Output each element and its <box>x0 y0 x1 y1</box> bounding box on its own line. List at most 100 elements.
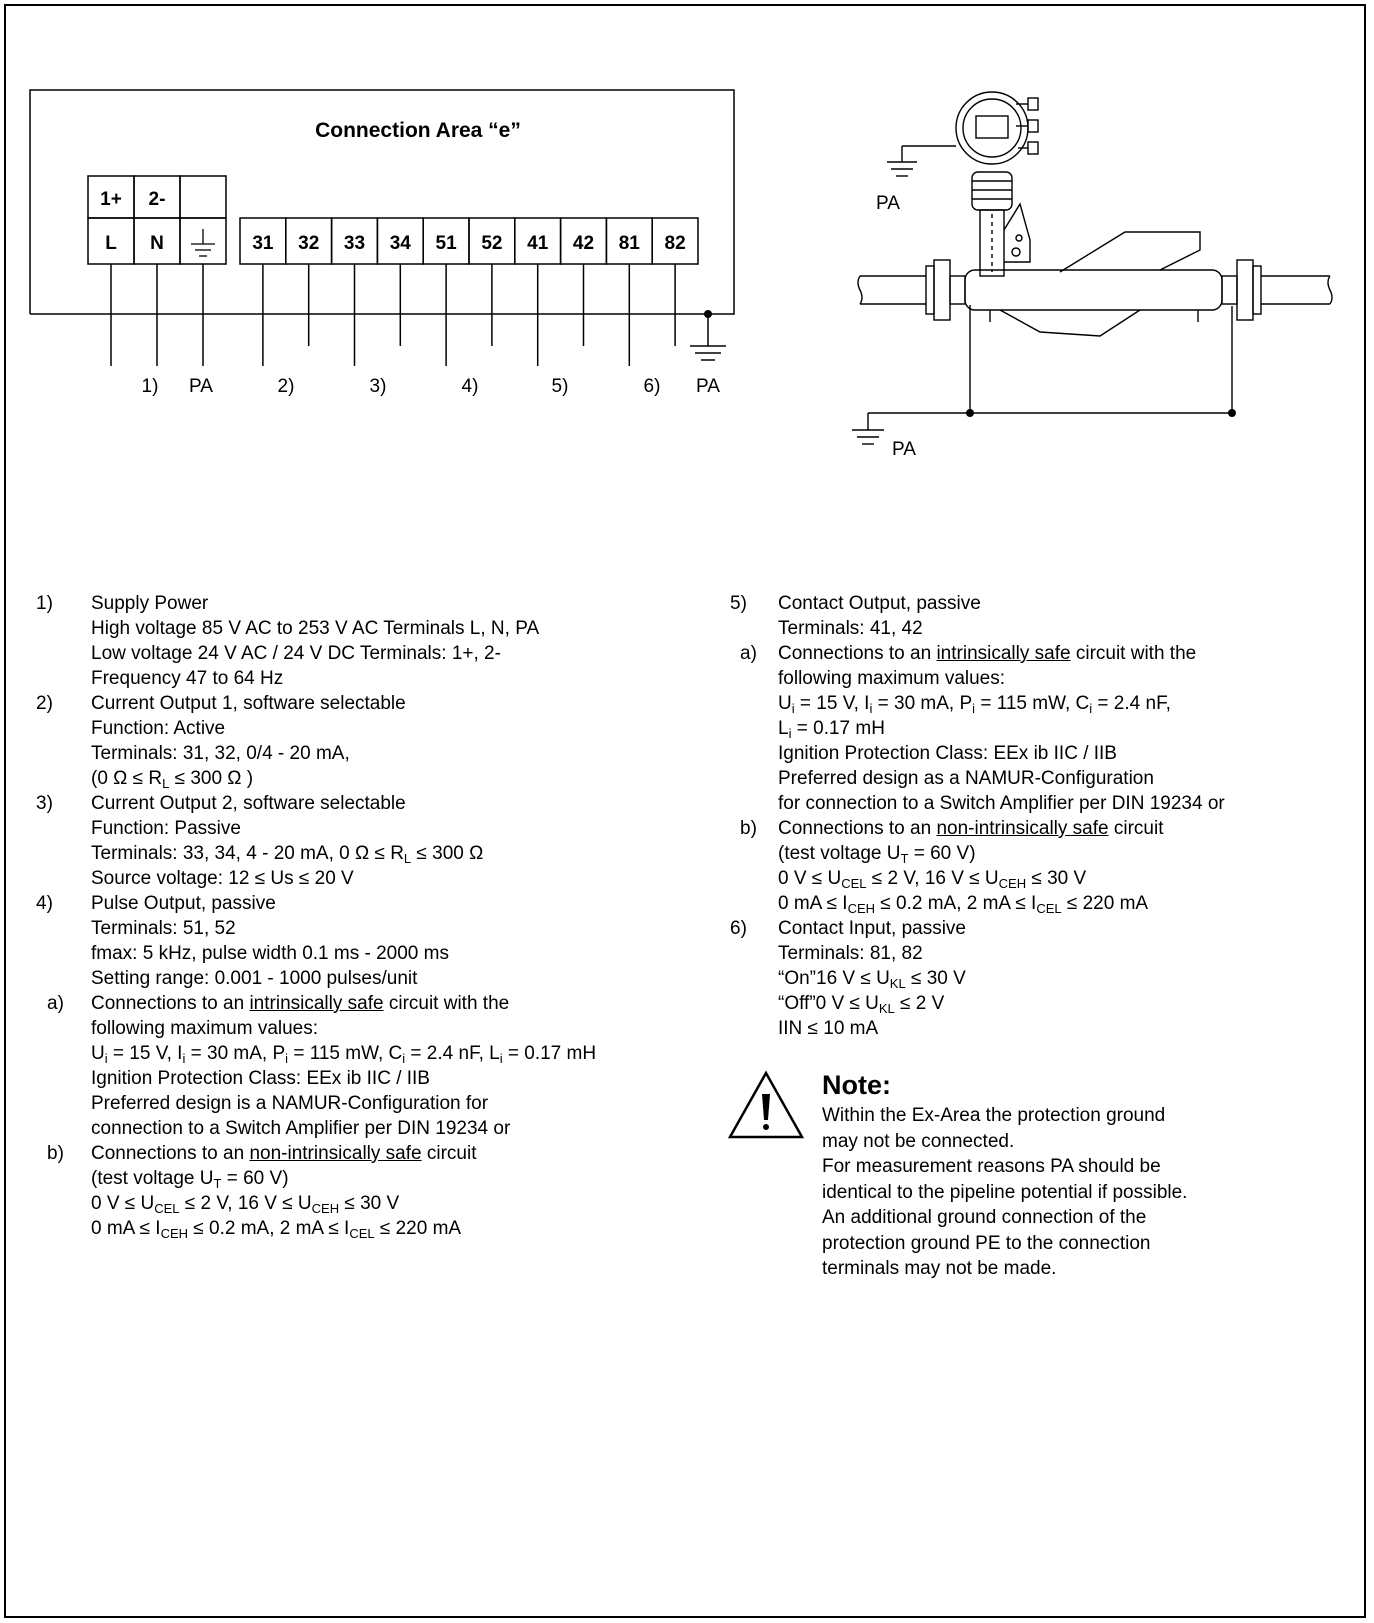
group-label-3: 3) <box>370 376 387 397</box>
group-label-2: 2) <box>278 376 295 397</box>
item-1-num: 1) <box>36 593 53 614</box>
meter-pa-label-bottom: PA <box>892 439 916 460</box>
item-5b-v2: 0 mA ≤ ICEH ≤ 0.2 mA, 2 mA ≤ ICEL ≤ 220 … <box>778 893 1149 916</box>
note-line: protection ground PE to the connection <box>822 1232 1151 1254</box>
item-4a-pre: Connections to an <box>91 993 250 1014</box>
item-6-on: “On”16 V ≤ UKL ≤ 30 V <box>778 968 966 991</box>
item-1-line: Low voltage 24 V AC / 24 V DC Terminals:… <box>91 643 501 664</box>
ground-symbol-icon <box>191 229 215 257</box>
item-5-block: Contact Output, passive Terminals: 41, 4… <box>778 591 981 641</box>
terminal-label-1plus: 1+ <box>100 189 122 210</box>
item-4a-post: circuit with the <box>383 993 510 1014</box>
item-4b-block: Connections to an non-intrinsically safe… <box>91 1141 477 1241</box>
group-label-pa-right: PA <box>696 376 720 397</box>
item-3-block: Current Output 2, software selectable Fu… <box>91 791 483 891</box>
note-body: Within the Ex-Area the protection ground… <box>822 1103 1187 1282</box>
item-4b-num: b) <box>47 1143 64 1164</box>
item-5-line: Terminals: 41, 42 <box>778 618 923 639</box>
item-6-off: “Off”0 V ≤ UKL ≤ 2 V <box>778 993 945 1016</box>
item-3-line: Function: Passive <box>91 818 241 839</box>
item-5b-pre: Connections to an <box>778 818 937 839</box>
item-5-num: 5) <box>730 593 747 614</box>
item-1-line: High voltage 85 V AC to 253 V AC Termina… <box>91 618 540 639</box>
item-4a-line: connection to a Switch Amplifier per DIN… <box>91 1118 511 1139</box>
terminal-label-2minus: 2- <box>149 189 166 210</box>
item-5b-post: circuit <box>1108 818 1164 839</box>
item-4-block: Pulse Output, passive Terminals: 51, 52 … <box>91 891 449 991</box>
item-6-iin: IIN ≤ 10 mA <box>778 1018 879 1039</box>
terminal-label-41: 41 <box>527 233 549 254</box>
item-3-title: Current Output 2, software selectable <box>91 793 406 814</box>
note-line: For measurement reasons PA should be <box>822 1156 1161 1177</box>
item-5b-test: (test voltage UT = 60 V) <box>778 843 976 866</box>
terminal-label-33: 33 <box>344 233 365 254</box>
terminal-label-34: 34 <box>390 233 412 254</box>
item-5-title: Contact Output, passive <box>778 593 981 614</box>
item-5b-v1: 0 V ≤ UCEL ≤ 2 V, 16 V ≤ UCEH ≤ 30 V <box>778 868 1087 891</box>
group-label-6: 6) <box>644 376 661 397</box>
item-4-line: Terminals: 51, 52 <box>91 918 236 939</box>
item-4a-underlined: intrinsically safe <box>249 993 384 1014</box>
note-line: terminals may not be made. <box>822 1258 1057 1279</box>
item-4b-v2: 0 mA ≤ ICEH ≤ 0.2 mA, 2 mA ≤ ICEL ≤ 220 … <box>91 1218 462 1241</box>
note-title: Note: <box>822 1070 891 1100</box>
item-3-formula: Terminals: 33, 34, 4 - 20 mA, 0 Ω ≤ RL ≤… <box>91 843 484 866</box>
item-5b-block: Connections to an non-intrinsically safe… <box>778 816 1164 916</box>
item-5a-values: Ui = 15 V, Ii = 30 mA, Pi = 115 mW, Ci =… <box>778 693 1171 716</box>
item-2-num: 2) <box>36 693 53 714</box>
item-6-line: Terminals: 81, 82 <box>778 943 923 964</box>
terminal-label-52: 52 <box>481 233 502 254</box>
item-4b-pre: Connections to an <box>91 1143 250 1164</box>
group-label-pa-left: PA <box>189 376 213 397</box>
note-line: may not be connected. <box>822 1130 1015 1152</box>
item-5a-block: Connections to an intrinsically safe cir… <box>778 641 1225 816</box>
item-2-line: Function: Active <box>91 718 226 739</box>
terminal-label-32: 32 <box>298 233 319 254</box>
item-4-num: 4) <box>36 893 53 914</box>
item-5a-line: for connection to a Switch Amplifier per… <box>778 793 1225 814</box>
terminal-label-31: 31 <box>252 233 274 254</box>
item-4b-post: circuit <box>421 1143 477 1164</box>
flowmeter-drawing <box>852 91 1333 445</box>
item-4-line: fmax: 5 kHz, pulse width 0.1 ms - 2000 m… <box>91 943 449 964</box>
item-2-block: Current Output 1, software selectable Fu… <box>91 691 406 791</box>
item-4b-underlined: non-intrinsically safe <box>249 1143 422 1164</box>
page-frame <box>4 4 1366 1618</box>
item-2-title: Current Output 1, software selectable <box>91 693 406 714</box>
terminal-label-L: L <box>105 233 117 254</box>
item-3-num: 3) <box>36 793 53 814</box>
terminal-label-42: 42 <box>573 233 594 254</box>
item-5a-post: circuit with the <box>1070 643 1197 664</box>
item-4-title: Pulse Output, passive <box>91 893 276 914</box>
terminal-label-51: 51 <box>436 233 458 254</box>
note-line: Within the Ex-Area the protection ground <box>822 1105 1166 1126</box>
item-6-num: 6) <box>730 918 747 939</box>
item-1-title: Supply Power <box>91 593 209 614</box>
item-5b-underlined: non-intrinsically safe <box>936 818 1109 839</box>
terminal-label-82: 82 <box>665 233 686 254</box>
item-4a-values: Ui = 15 V, Ii = 30 mA, Pi = 115 mW, Ci =… <box>91 1043 597 1066</box>
item-6-title: Contact Input, passive <box>778 918 966 939</box>
group-label-4: 4) <box>462 376 479 397</box>
item-4a-line: Ignition Protection Class: EEx ib IIC / … <box>91 1068 430 1089</box>
item-5a-line2: following maximum values: <box>778 668 1006 689</box>
item-4b-v1: 0 V ≤ UCEL ≤ 2 V, 16 V ≤ UCEH ≤ 30 V <box>91 1193 400 1216</box>
item-4a-block: Connections to an intrinsically safe cir… <box>91 991 596 1141</box>
item-3-source: Source voltage: 12 ≤ Us ≤ 20 V <box>91 868 354 889</box>
item-6-block: Contact Input, passive Terminals: 81, 82… <box>778 916 966 1041</box>
diagram-title: Connection Area “e” <box>315 119 521 142</box>
item-2-formula: (0 Ω ≤ RL ≤ 300 Ω ) <box>91 768 254 791</box>
item-5a-values2: Li = 0.17 mH <box>778 718 885 741</box>
item-5a-line: Ignition Protection Class: EEx ib IIC / … <box>778 743 1117 764</box>
item-1-line: Frequency 47 to 64 Hz <box>91 668 284 689</box>
item-1-block: Supply Power High voltage 85 V AC to 253… <box>91 591 539 691</box>
group-label-1: 1) <box>142 376 159 397</box>
item-4a-line: Preferred design is a NAMUR-Configuratio… <box>91 1093 489 1114</box>
meter-pa-label-top: PA <box>876 193 900 214</box>
note-line: identical to the pipeline potential if p… <box>822 1181 1188 1203</box>
item-5a-line: Preferred design as a NAMUR-Configuratio… <box>778 768 1154 789</box>
item-5a-pre: Connections to an <box>778 643 937 664</box>
item-2-line: Terminals: 31, 32, 0/4 - 20 mA, <box>91 743 350 764</box>
note-line: An additional ground connection of the <box>822 1207 1147 1228</box>
